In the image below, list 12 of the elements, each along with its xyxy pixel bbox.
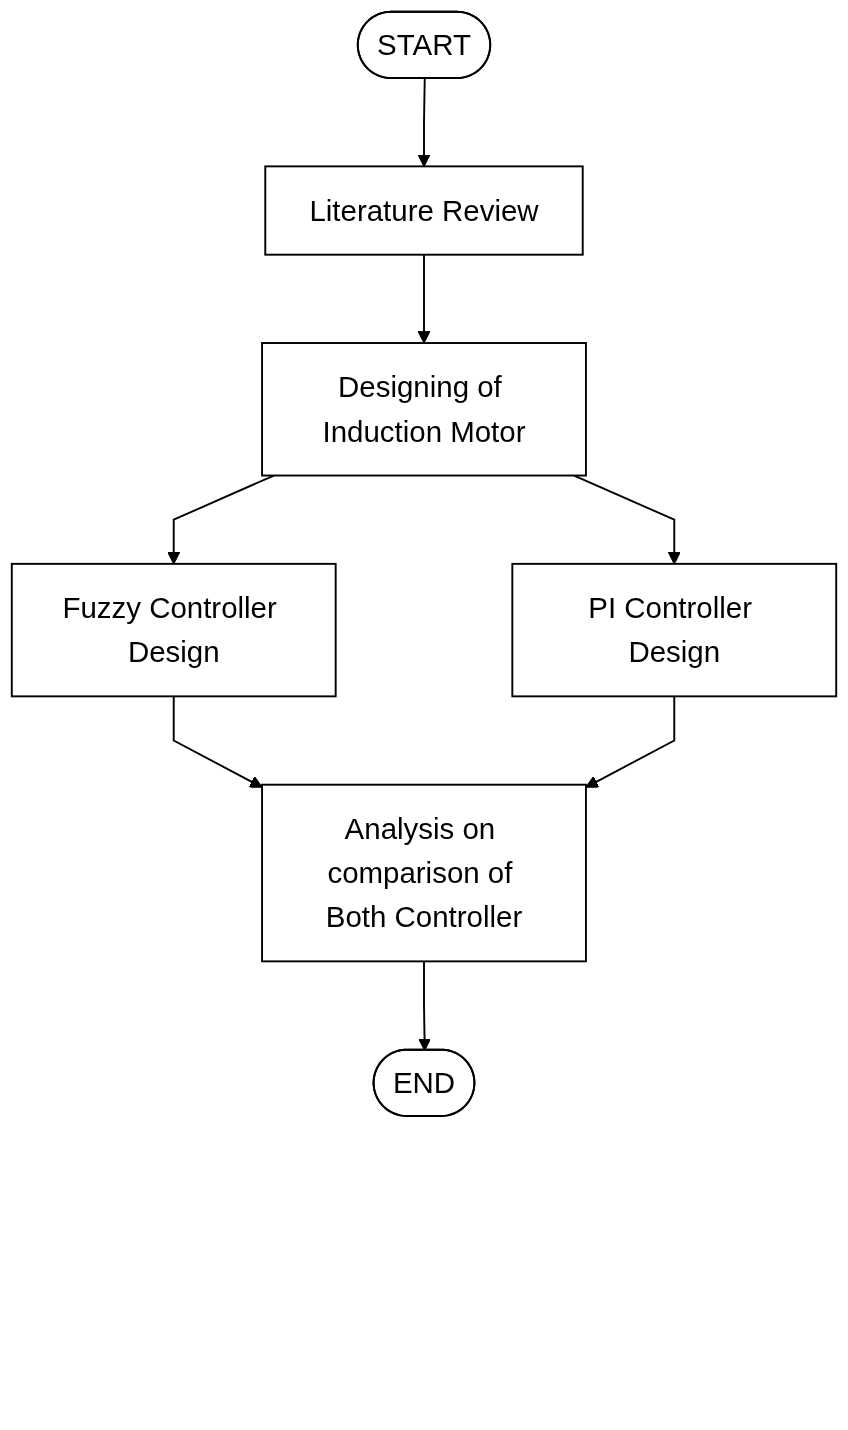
node-box: Analysis on comparison of Both Controller: [261, 783, 587, 963]
node-box: PI Controller Design: [511, 562, 838, 698]
arrow: [573, 474, 681, 565]
node-box: Designing of Induction Motor: [261, 342, 587, 477]
arrow: [418, 960, 431, 1051]
arrow: [417, 77, 431, 167]
node-box: Fuzzy Controller Design: [10, 562, 337, 698]
arrow: [167, 474, 275, 565]
arrow: [585, 695, 676, 788]
arrow: [417, 253, 431, 344]
node-box: Literature Review: [264, 165, 584, 256]
arrow: [172, 695, 263, 788]
